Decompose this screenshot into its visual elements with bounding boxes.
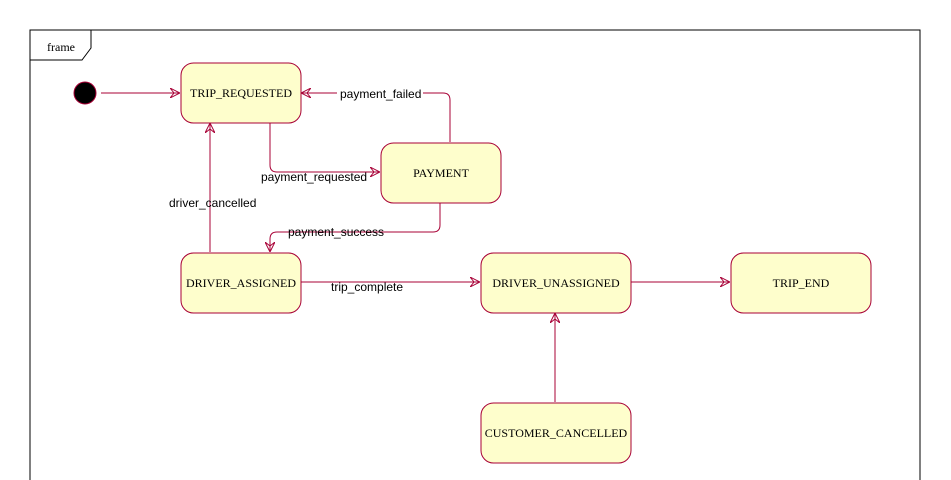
label-driver-cancelled: driver_cancelled bbox=[169, 196, 256, 210]
label-payment-success: payment_success bbox=[288, 225, 384, 239]
state-payment-label: PAYMENT bbox=[413, 166, 469, 180]
label-payment-requested: payment_requested bbox=[261, 170, 367, 184]
label-trip-complete: trip_complete bbox=[331, 280, 403, 294]
state-trip-requested-label: TRIP_REQUESTED bbox=[190, 86, 292, 100]
edge-labels: payment_failed payment_requested driver_… bbox=[169, 84, 423, 294]
state-customer-cancelled: CUSTOMER_CANCELLED bbox=[480, 402, 632, 464]
edge-payment-failed bbox=[302, 93, 451, 142]
state-trip-requested: TRIP_REQUESTED bbox=[180, 62, 302, 124]
initial-state bbox=[73, 81, 97, 105]
state-trip-end-label: TRIP_END bbox=[773, 276, 830, 290]
edge-payment-success bbox=[270, 203, 441, 251]
frame-label: frame bbox=[47, 40, 75, 54]
state-customer-cancelled-label: CUSTOMER_CANCELLED bbox=[485, 426, 628, 440]
state-driver-unassigned: DRIVER_UNASSIGNED bbox=[480, 252, 632, 314]
edges bbox=[101, 93, 729, 402]
state-driver-unassigned-label: DRIVER_UNASSIGNED bbox=[492, 276, 620, 290]
label-payment-failed: payment_failed bbox=[340, 87, 421, 101]
state-driver-assigned-label: DRIVER_ASSIGNED bbox=[186, 276, 296, 290]
state-payment: PAYMENT bbox=[380, 142, 502, 204]
frame: frame bbox=[29, 29, 921, 480]
state-driver-assigned: DRIVER_ASSIGNED bbox=[180, 252, 302, 314]
state-trip-end: TRIP_END bbox=[730, 252, 872, 314]
edge-payment-requested bbox=[269, 123, 379, 172]
